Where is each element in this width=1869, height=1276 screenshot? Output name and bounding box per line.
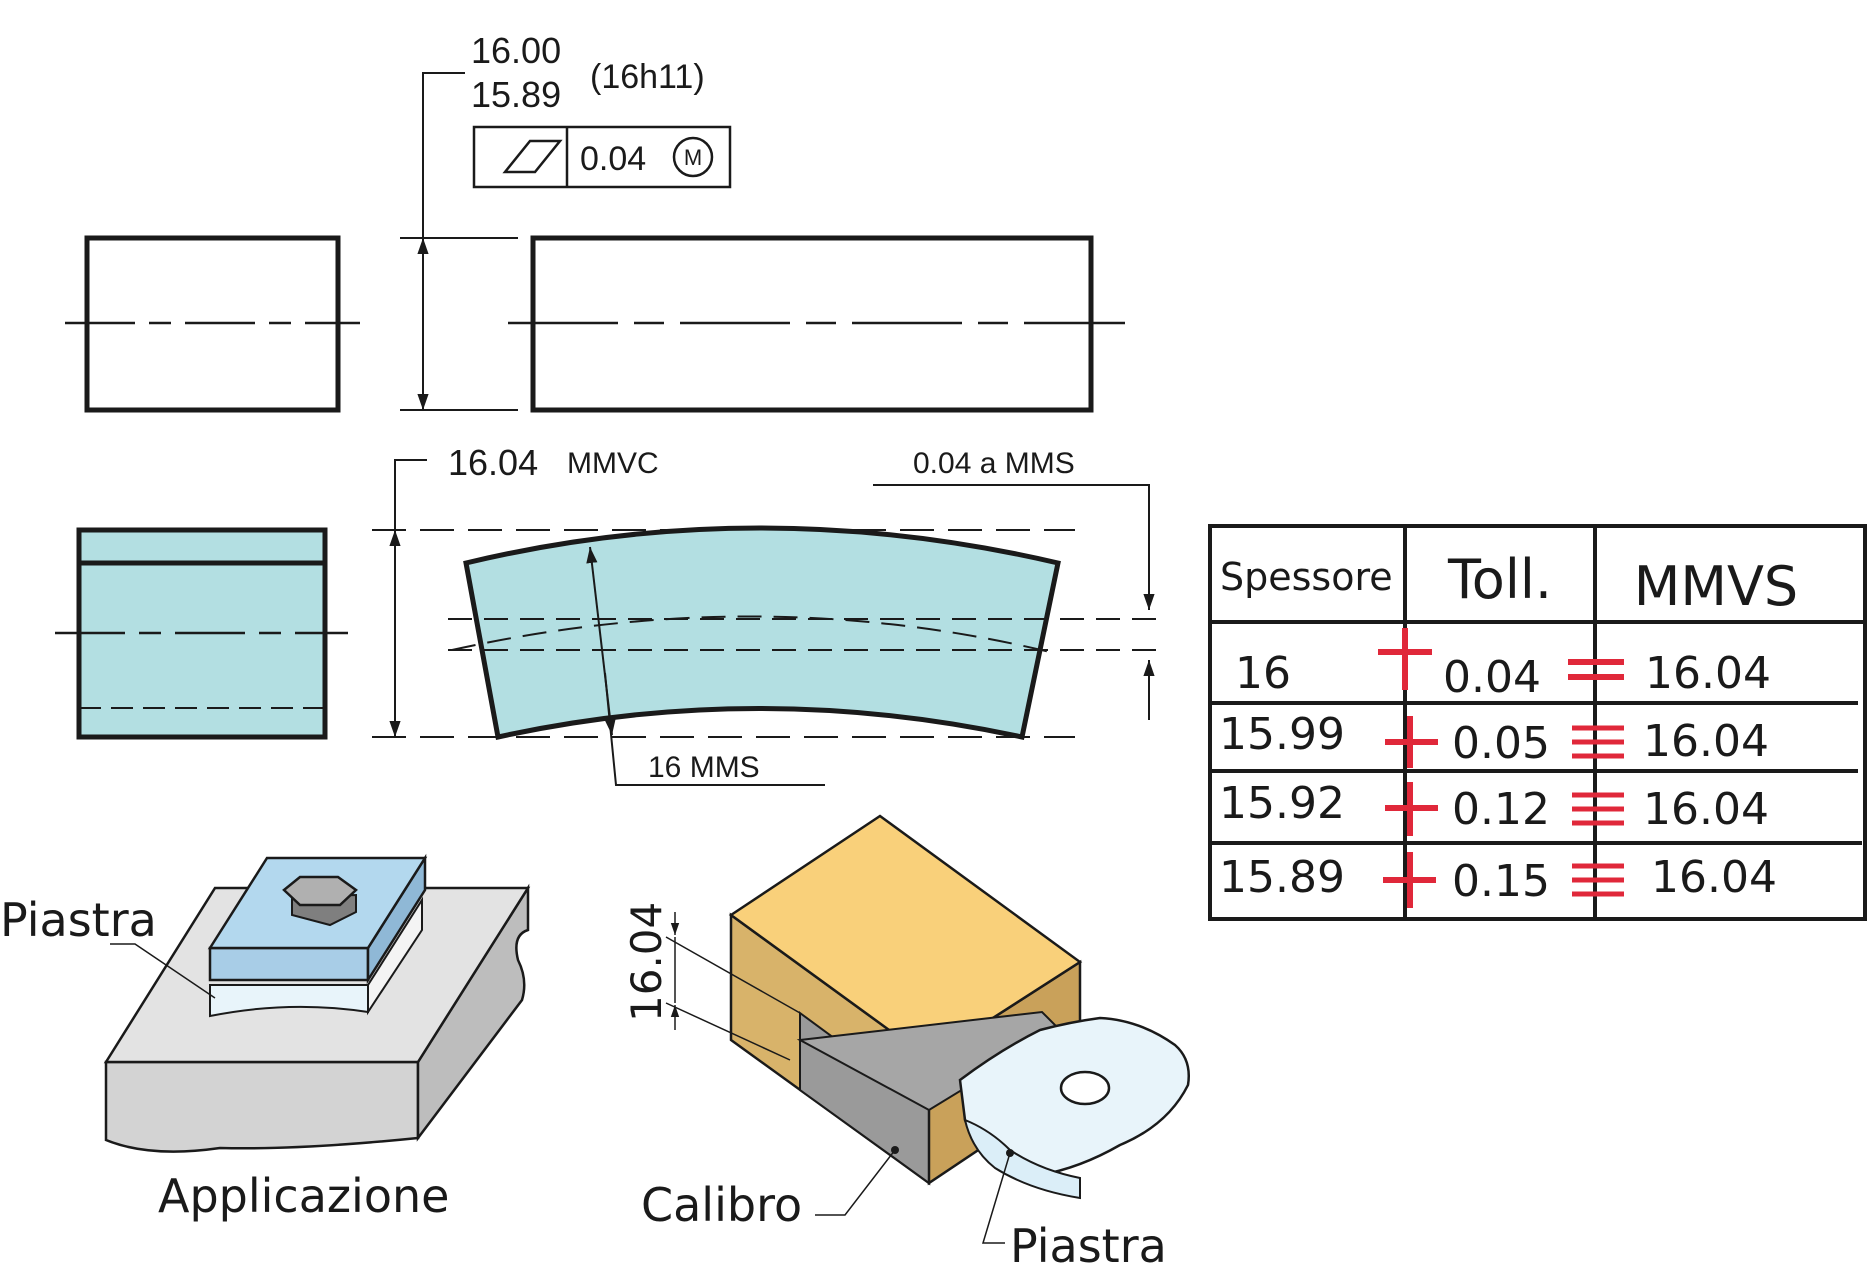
table-row-4-tolerance: 0.15 [1452, 856, 1550, 907]
mms-label: 16 MMS [648, 751, 760, 784]
flatness-at-mms-label: 0.04 a MMS [913, 447, 1075, 480]
equals-icon [1572, 863, 1624, 897]
plus-icon [1385, 716, 1438, 768]
table-row-3-mmvs: 16.04 [1643, 784, 1769, 835]
bent-end-view [55, 527, 348, 740]
top-drawing: 16.00 15.89 (16h11) 0.04 M [65, 30, 1125, 413]
plus-icon [1383, 852, 1436, 908]
fcf-modifier: M [684, 145, 702, 170]
applicazione-label: Applicazione [158, 1169, 449, 1223]
gauge-illustration: 16.04 Calibro Piastra [622, 814, 1190, 1273]
equals-icon [1572, 792, 1624, 826]
calibro-label: Calibro [641, 1178, 802, 1232]
mmvc-label: MMVC [567, 447, 659, 480]
plus-icon [1385, 782, 1438, 836]
table-row-3-thickness: 15.92 [1219, 778, 1345, 829]
upper-limit: 16.00 [471, 30, 561, 71]
piastra-label-left: Piastra [0, 893, 157, 947]
table-row-4-thickness: 15.89 [1219, 852, 1345, 903]
lower-limit: 15.89 [471, 74, 561, 115]
gauge-dimension: 16.04 [622, 902, 671, 1022]
equals-icon [1572, 725, 1624, 759]
table-row-3-tolerance: 0.12 [1452, 784, 1550, 835]
mmvc-value: 16.04 [448, 442, 538, 483]
flatness-symbol-icon [502, 139, 563, 174]
plate-hole-icon [1059, 1070, 1111, 1106]
equals-icon [1568, 659, 1624, 680]
table-row-2-tolerance: 0.05 [1452, 718, 1550, 769]
feature-control-frame: 0.04 M [472, 125, 732, 189]
table-row-4-mmvs: 16.04 [1651, 852, 1777, 903]
piastra-label-right: Piastra [1010, 1219, 1167, 1273]
bent-plate-shape [463, 525, 1061, 740]
header-mmvs: MMVS [1634, 555, 1798, 618]
table-row-1-mmvs: 16.04 [1645, 648, 1771, 699]
table-row-1-tolerance: 0.04 [1443, 652, 1541, 703]
header-spessore: Spessore [1220, 555, 1393, 599]
plus-icon [1378, 628, 1432, 690]
table-row-1-thickness: 16 [1235, 648, 1291, 699]
bent-plate-view: 16.04 MMVC 0.04 a MMS 16 MMS [372, 442, 1168, 786]
table-row-2-mmvs: 16.04 [1643, 716, 1769, 767]
table-row-2-thickness: 15.99 [1219, 709, 1345, 760]
tolerance-class: (16h11) [590, 58, 705, 96]
application-illustration: Piastra Applicazione [0, 853, 531, 1223]
mmc-modifier-icon [672, 136, 714, 178]
fcf-tolerance-value: 0.04 [580, 140, 646, 178]
mmvs-table: Spessore Toll. MMVS 16 0.04 16.04 15.99 … [1208, 524, 1867, 921]
header-toll: Toll. [1447, 548, 1552, 611]
